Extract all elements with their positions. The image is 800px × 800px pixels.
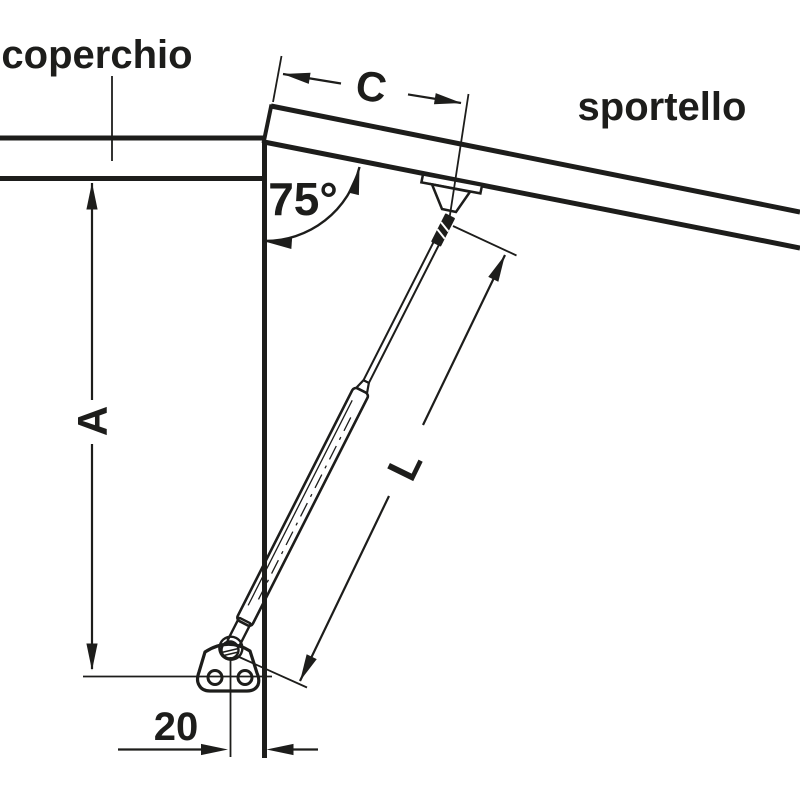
lid-panel: [0, 76, 265, 181]
spring-piston-rod: [362, 238, 442, 385]
dimension-offset-20: [118, 743, 318, 756]
door-label: sportello: [578, 85, 747, 129]
angle-dimension: [264, 166, 365, 249]
angle-value-label: 75°: [268, 173, 338, 225]
spring-top-connector: [431, 213, 455, 247]
gas-spring: [218, 213, 455, 661]
lid-label: coperchio: [1, 33, 192, 77]
dim-a-label: A: [69, 406, 116, 436]
dim-c-label: C: [353, 61, 390, 112]
dimension-c: [272, 55, 470, 219]
bracket-screw-hole-right: [236, 669, 254, 686]
top-bracket: [419, 173, 484, 214]
dimension-a: [86, 182, 98, 671]
door-panel: [261, 103, 800, 251]
dim-l-label: L: [378, 444, 431, 488]
bottom-bracket-plate: [195, 642, 261, 693]
dim-offset-label: 20: [154, 705, 199, 749]
dimension-l: [237, 225, 517, 689]
bracket-screw-hole-left: [206, 669, 224, 686]
